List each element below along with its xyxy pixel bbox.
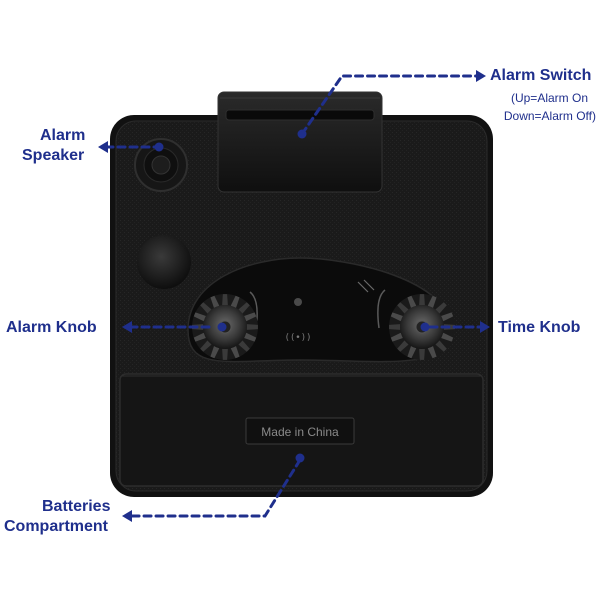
knob-ridge bbox=[427, 295, 437, 308]
knob-ridge bbox=[390, 332, 403, 342]
knob-ridge bbox=[419, 348, 425, 360]
knob-ridge bbox=[238, 340, 250, 352]
knob-ridge bbox=[193, 312, 206, 322]
label-alarm-knob: Alarm Knob bbox=[6, 319, 97, 336]
knob-ridge bbox=[210, 346, 220, 359]
knob-ridge bbox=[200, 340, 212, 352]
knob-ridge bbox=[230, 295, 240, 308]
knob-ridge bbox=[407, 295, 417, 308]
knob-ridge bbox=[238, 302, 250, 314]
knob-ridge bbox=[435, 340, 447, 352]
svg-text:((•)): ((•)) bbox=[284, 333, 311, 343]
knob-ridge bbox=[435, 302, 447, 314]
alarm-switch-slot bbox=[225, 109, 375, 121]
knob-ridge bbox=[390, 312, 403, 322]
label-batteries-1: Batteries bbox=[42, 498, 111, 515]
made-in-plate-text: Made in China bbox=[261, 425, 339, 439]
label-alarm-switch-note-1: (Up=Alarm On bbox=[510, 91, 588, 105]
callout-line-batteries bbox=[128, 458, 302, 518]
label-time-knob: Time Knob bbox=[498, 319, 581, 336]
label-batteries-2: Compartment bbox=[4, 518, 109, 535]
knob-ridge bbox=[246, 324, 258, 330]
knob-ridge bbox=[222, 348, 228, 360]
knob-ridge bbox=[193, 332, 206, 342]
knob-ridge bbox=[200, 302, 212, 314]
knob-ridge bbox=[397, 302, 409, 314]
label-alarm-speaker-1: Alarm bbox=[40, 127, 86, 144]
knob-ridge bbox=[419, 294, 425, 306]
knob-ridge bbox=[230, 346, 240, 359]
knob-ridge bbox=[244, 332, 257, 342]
knob-ridge bbox=[210, 295, 220, 308]
center-pin bbox=[294, 298, 302, 306]
alarm-switch bbox=[217, 91, 383, 193]
label-alarm-speaker-2: Speaker bbox=[22, 147, 85, 164]
label-alarm-switch: Alarm Switch bbox=[490, 67, 592, 84]
knob-ridge bbox=[397, 340, 409, 352]
knob-ridge bbox=[407, 346, 417, 359]
knob-ridge bbox=[222, 294, 228, 306]
label-alarm-switch-note-2: Down=Alarm Off) bbox=[503, 109, 596, 123]
knob-ridge bbox=[441, 312, 454, 322]
knob-ridge bbox=[244, 312, 257, 322]
knob-ridge bbox=[389, 324, 401, 330]
knob-ridge bbox=[441, 332, 454, 342]
rubber-foot bbox=[137, 235, 191, 289]
made-in-plate bbox=[245, 417, 355, 445]
knob-ridge bbox=[427, 346, 437, 359]
callout-line-alarm-switch bbox=[300, 74, 480, 136]
